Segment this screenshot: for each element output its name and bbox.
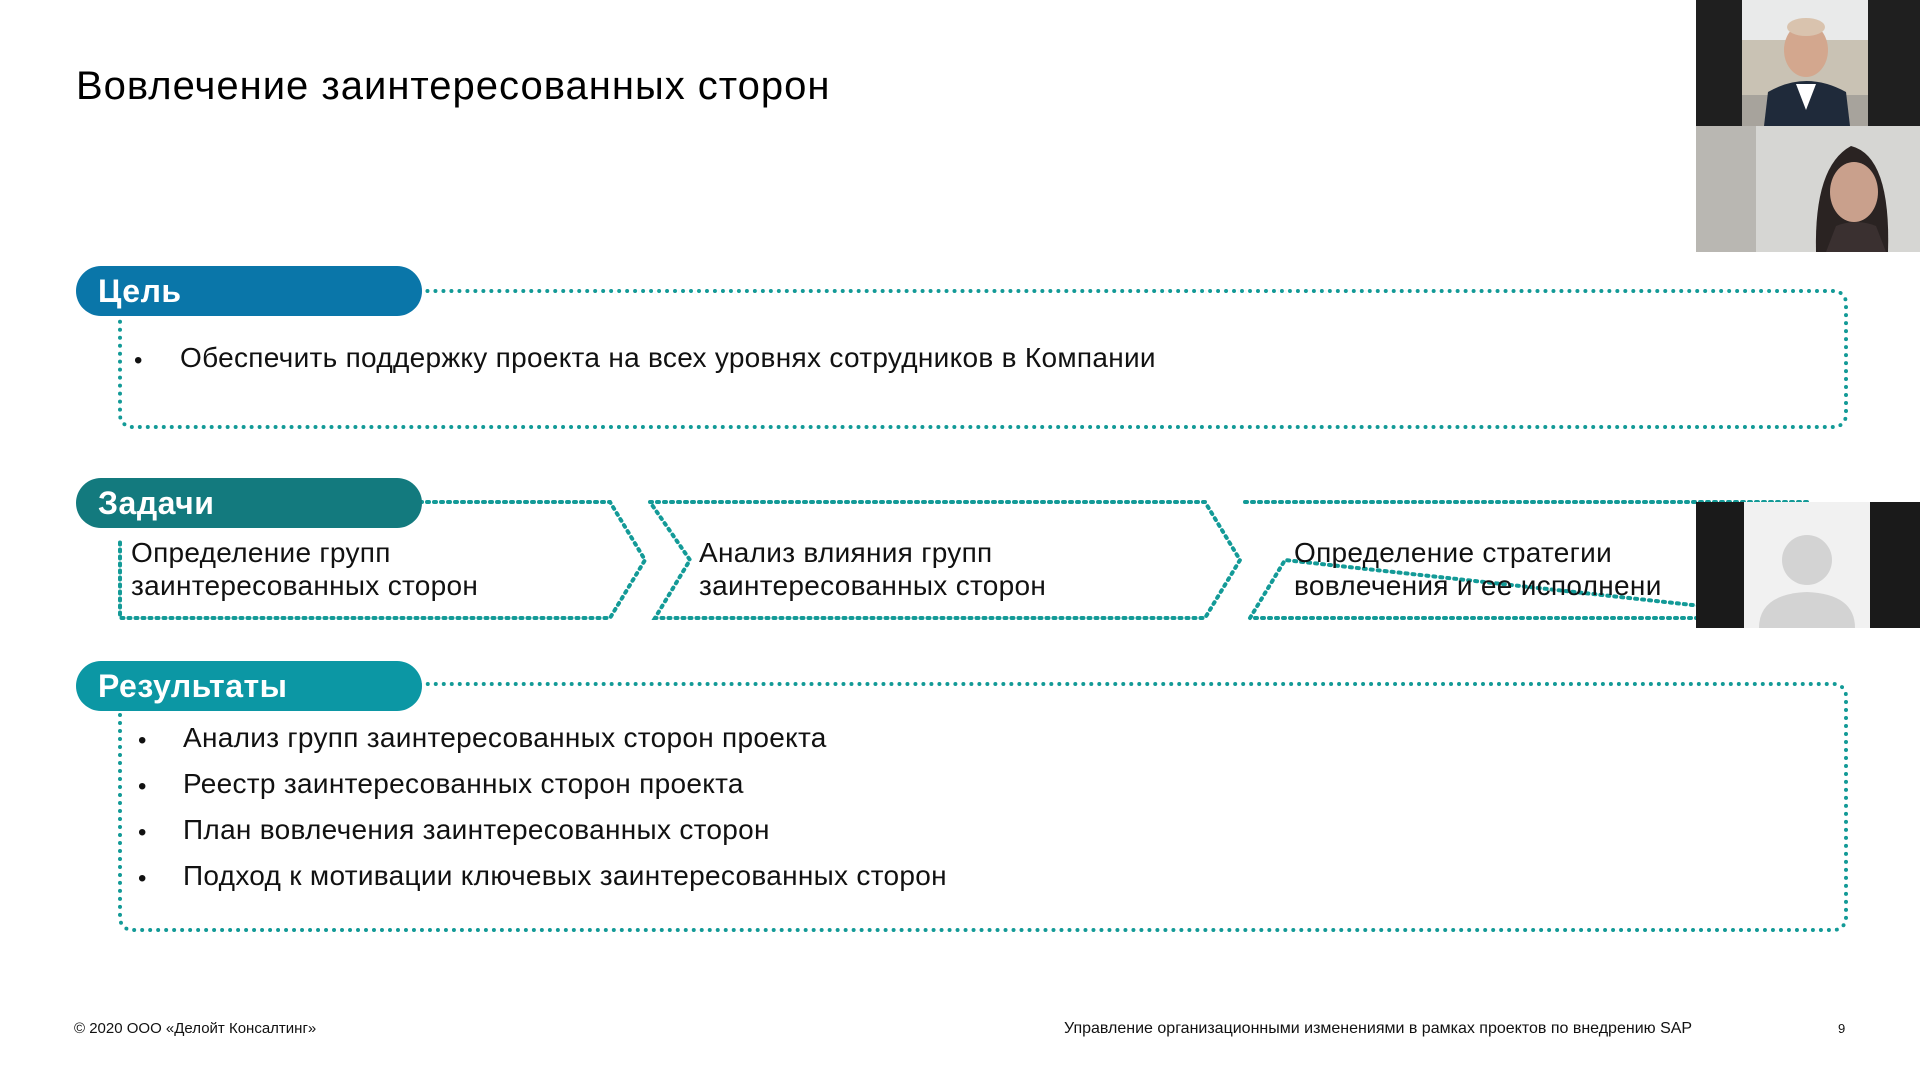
participant-avatar[interactable] bbox=[1696, 502, 1920, 628]
task-step-2-line2: заинтересованных сторон bbox=[699, 570, 1047, 601]
task-step-1: Определение групп заинтересованных сторо… bbox=[131, 536, 478, 602]
task-step-3-line2: вовлечения и ее исполнени bbox=[1294, 570, 1662, 601]
results-bullet-dot-4: • bbox=[138, 865, 147, 892]
goal-bullet-1: Обеспечить поддержку проекта на всех уро… bbox=[180, 342, 1156, 373]
footer-subtitle: Управление организационными изменениями … bbox=[1064, 1020, 1693, 1037]
participant-video-woman[interactable] bbox=[1696, 126, 1920, 252]
results-bullet-3: План вовлечения заинтересованных сторон bbox=[183, 814, 770, 845]
task-chevron-1 bbox=[118, 500, 648, 620]
task-step-1-line2: заинтересованных сторон bbox=[131, 570, 479, 601]
participant-video-man-image bbox=[1742, 0, 1868, 126]
avatar-placeholder-icon bbox=[1744, 502, 1870, 628]
task-chevron-2 bbox=[646, 500, 1243, 620]
goal-box bbox=[118, 289, 1848, 429]
results-bullet-dot-1: • bbox=[138, 727, 147, 754]
task-step-2-line1: Анализ влияния групп bbox=[699, 537, 993, 568]
results-bullet-4: Подход к мотивации ключевых заинтересова… bbox=[183, 860, 947, 891]
results-label: Результаты bbox=[76, 661, 422, 711]
tasks-label: Задачи bbox=[76, 478, 422, 528]
results-box bbox=[118, 682, 1848, 932]
results-bullet-2: Реестр заинтересованных сторон проекта bbox=[183, 768, 744, 799]
goal-bullet-dot: • bbox=[134, 347, 143, 374]
footer-copyright: © 2020 ООО «Делойт Консалтинг» bbox=[74, 1020, 317, 1037]
task-step-3-line1: Определение стратегии bbox=[1294, 537, 1613, 568]
task-step-1-line1: Определение групп bbox=[131, 537, 391, 568]
slide-title: Вовлечение заинтересованных сторон bbox=[76, 64, 831, 108]
page-number: 9 bbox=[1838, 1021, 1846, 1036]
task-step-2: Анализ влияния групп заинтересованных ст… bbox=[699, 536, 1046, 602]
results-bullet-dot-3: • bbox=[138, 819, 147, 846]
participant-video-man[interactable] bbox=[1696, 0, 1920, 126]
participant-video-woman-image bbox=[1696, 126, 1920, 252]
goal-label: Цель bbox=[76, 266, 422, 316]
task-step-3: Определение стратегии вовлечения и ее ис… bbox=[1294, 536, 1662, 602]
results-bullet-1: Анализ групп заинтересованных сторон про… bbox=[183, 722, 827, 753]
results-bullet-dot-2: • bbox=[138, 773, 147, 800]
